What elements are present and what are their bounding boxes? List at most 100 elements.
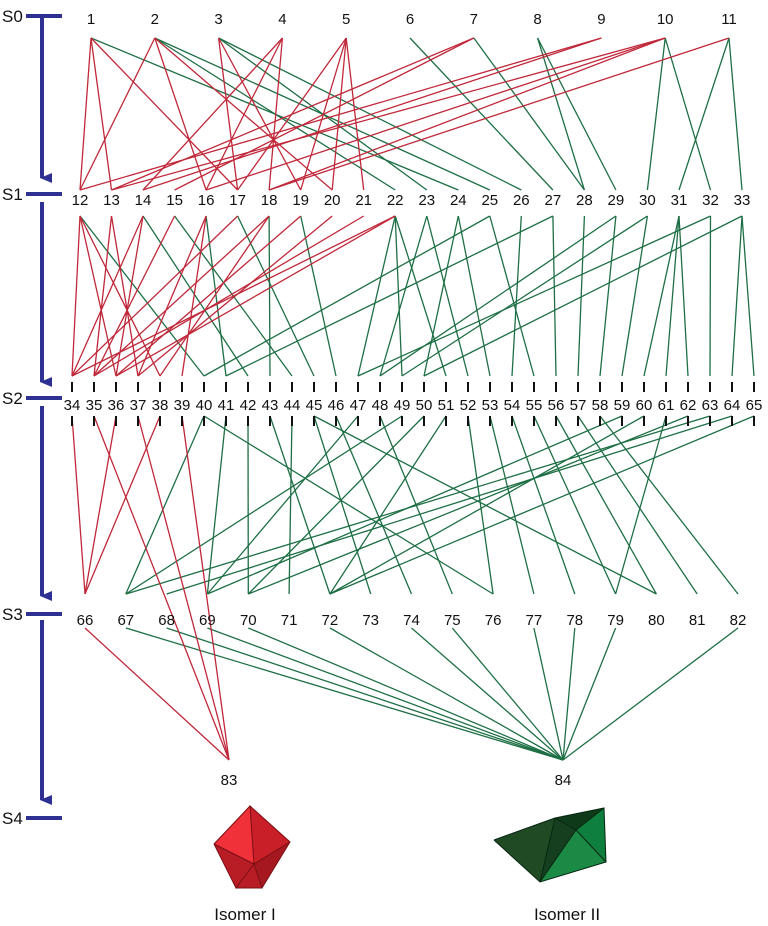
node-label-72: 72 <box>322 612 339 629</box>
node-label-55: 55 <box>526 397 543 414</box>
edge-red-22-34 <box>71 215 396 377</box>
edge-red-2-16 <box>154 37 207 191</box>
edge-green-31-60 <box>643 215 680 377</box>
edge-red-2-20 <box>154 37 333 191</box>
edge-green-23-52 <box>426 215 469 377</box>
node-label-28: 28 <box>576 192 593 209</box>
edge-red-11-18 <box>268 37 730 191</box>
edge-red-66-83 <box>84 627 230 761</box>
red-octahedron-icon <box>213 804 291 889</box>
node-label-79: 79 <box>607 612 624 629</box>
edge-green-31-61 <box>665 215 680 377</box>
node-label-35: 35 <box>86 397 103 414</box>
edge-green-33-65 <box>741 215 755 377</box>
node-label-73: 73 <box>362 612 379 629</box>
node-label-13: 13 <box>103 192 120 209</box>
node-label-66: 66 <box>77 612 94 629</box>
node-label-75: 75 <box>444 612 461 629</box>
edge-red-14-36 <box>115 215 144 377</box>
node-label-68: 68 <box>158 612 175 629</box>
node-label-47: 47 <box>350 397 367 414</box>
edge-red-3-19 <box>218 37 302 191</box>
edge-green-24-50 <box>423 215 459 377</box>
node-label-27: 27 <box>545 192 562 209</box>
edge-green-44-71 <box>288 415 293 595</box>
node-label-29: 29 <box>608 192 625 209</box>
edge-green-12-40 <box>79 215 205 377</box>
node-label-76: 76 <box>485 612 502 629</box>
edge-green-7-28 <box>473 37 585 191</box>
node-label-44: 44 <box>284 397 301 414</box>
node-label-9: 9 <box>597 11 605 28</box>
edge-green-47-69 <box>206 415 359 595</box>
node-label-48: 48 <box>372 397 389 414</box>
edge-green-40-76 <box>203 415 494 595</box>
node-label-78: 78 <box>566 612 583 629</box>
edge-green-41-69 <box>206 415 227 595</box>
stage-label-s4: S4 <box>2 809 23 828</box>
edge-green-65-72 <box>329 415 755 595</box>
stage-axis: S0 S1 S2 S3 S4 <box>2 7 62 828</box>
edge-green-56-80 <box>555 415 657 595</box>
edge-green-2-22 <box>154 37 396 191</box>
node-label-4: 4 <box>278 11 286 28</box>
edge-green-31-62 <box>678 215 689 377</box>
node-label-6: 6 <box>406 11 414 28</box>
node-label-74: 74 <box>403 612 420 629</box>
edge-green-30-59 <box>621 215 649 377</box>
node-label-7: 7 <box>470 11 478 28</box>
edge-red-15-35 <box>93 215 176 377</box>
node-label-77: 77 <box>526 612 543 629</box>
node-label-53: 53 <box>482 397 499 414</box>
stage-label-s3: S3 <box>2 605 23 624</box>
edge-green-63-67 <box>125 415 711 595</box>
node-label-83: 83 <box>221 772 238 789</box>
node-label-49: 49 <box>394 397 411 414</box>
node-label-2: 2 <box>151 11 159 28</box>
node-label-26: 26 <box>513 192 530 209</box>
edge-red-39-83 <box>181 415 230 761</box>
edge-red-1-12 <box>79 37 92 191</box>
node-label-21: 21 <box>355 192 372 209</box>
edge-green-51-72 <box>329 415 447 595</box>
node-label-25: 25 <box>481 192 498 209</box>
edge-green-32-63 <box>709 215 712 377</box>
node-label-23: 23 <box>418 192 435 209</box>
edge-red-20-37 <box>137 215 333 377</box>
node-label-15: 15 <box>166 192 183 209</box>
edge-red-3-17 <box>217 37 239 191</box>
edges-layer <box>71 37 755 761</box>
edge-green-55-79 <box>533 415 617 595</box>
node-label-45: 45 <box>306 397 323 414</box>
edge-green-29-58 <box>599 215 617 377</box>
edge-green-67-84 <box>125 627 564 761</box>
node-label-41: 41 <box>218 397 235 414</box>
edge-green-68-84 <box>166 627 564 761</box>
node-label-37: 37 <box>130 397 147 414</box>
node-label-14: 14 <box>135 192 152 209</box>
edge-green-60-72 <box>329 415 645 595</box>
node-label-71: 71 <box>281 612 298 629</box>
edge-green-8-29 <box>537 37 617 191</box>
green-polyhedron-icon <box>493 807 607 883</box>
edge-red-38-66 <box>84 415 161 595</box>
node-label-61: 61 <box>658 397 675 414</box>
isomer-I-caption: Isomer I <box>214 905 275 924</box>
edge-green-78-84 <box>562 627 576 761</box>
edge-green-6-27 <box>409 37 554 191</box>
edge-red-13-37 <box>110 215 139 377</box>
node-label-63: 63 <box>702 397 719 414</box>
node-label-58: 58 <box>592 397 609 414</box>
node-label-59: 59 <box>614 397 631 414</box>
edge-green-57-81 <box>577 415 698 595</box>
edge-green-33-50 <box>423 215 743 377</box>
edge-red-34-66 <box>71 415 86 595</box>
isomer-II-shape: Isomer II <box>493 807 607 924</box>
edge-green-77-84 <box>533 627 564 761</box>
node-label-24: 24 <box>450 192 467 209</box>
edge-green-23-48 <box>379 215 428 377</box>
edge-green-27-56 <box>552 215 557 377</box>
node-label-51: 51 <box>438 397 455 414</box>
node-label-62: 62 <box>680 397 697 414</box>
